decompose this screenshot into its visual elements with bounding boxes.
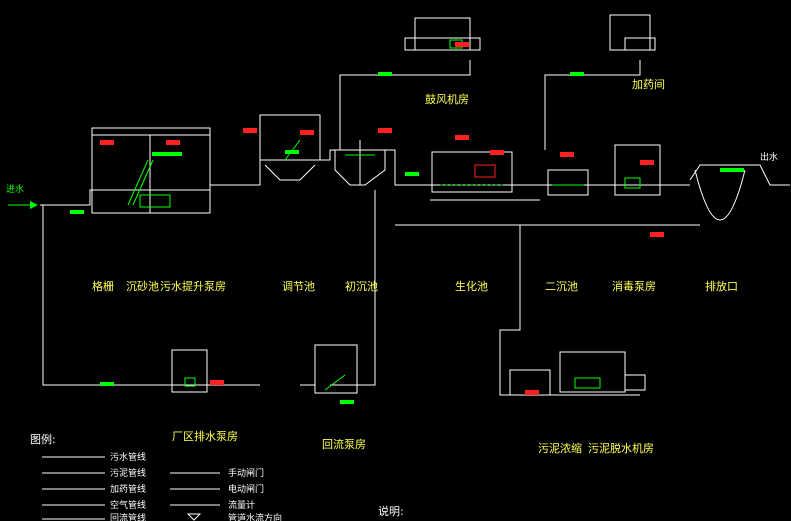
screen-pump-structure bbox=[91, 127, 211, 214]
legend-title: 图例: bbox=[30, 432, 56, 446]
label-dosing: 加药间 bbox=[632, 78, 665, 91]
inflow-label: 进水 bbox=[6, 183, 24, 195]
label-plant-drain: 厂区排水泵房 bbox=[172, 429, 238, 443]
sludge-dewater-structure bbox=[509, 351, 646, 396]
label-secondary: 二沉池 bbox=[545, 280, 578, 293]
legend-item-4: 回流管线 bbox=[110, 512, 146, 521]
primary-clarifier-structure bbox=[334, 140, 386, 186]
sludge-thickener-structure bbox=[300, 344, 358, 394]
label-bio: 生化池 bbox=[455, 279, 488, 293]
plant-drain-pump-structure bbox=[171, 349, 208, 393]
legend-item-5: 手动闸门 bbox=[228, 467, 264, 479]
disinfect-structure bbox=[614, 144, 661, 196]
outflow-label: 出水 bbox=[760, 151, 778, 163]
label-regulating: 调节池 bbox=[282, 280, 315, 293]
notes-title: 说明: bbox=[378, 504, 404, 518]
label-primary: 初沉池 bbox=[345, 279, 378, 293]
blower-house-structure bbox=[404, 17, 481, 51]
label-sludge-dewater: 污泥脱水机房 bbox=[588, 441, 654, 455]
label-screen: 格栅 bbox=[92, 279, 114, 293]
inflow-marker: 进水 bbox=[6, 183, 38, 209]
label-sludge-thickener: 污泥浓缩 bbox=[538, 442, 582, 455]
unit-labels: 格栅 沉砂池 污水提升泵房 调节池 初沉池 生化池 二沉池 消毒泵房 排放口 鼓… bbox=[92, 78, 738, 455]
label-pump-building: 污水提升泵房 bbox=[160, 280, 226, 293]
legend-item-7: 流量计 bbox=[228, 499, 255, 511]
instrument-tags bbox=[70, 42, 744, 404]
dosing-house-structure bbox=[609, 14, 656, 51]
main-process-line bbox=[40, 60, 790, 396]
legend-col-2: 手动闸门 电动闸门 流量计 管道水流方向 bbox=[170, 467, 282, 521]
secondary-clarifier-structure bbox=[547, 169, 589, 196]
legend-item-0: 污水管线 bbox=[110, 451, 146, 463]
label-outfall: 排放口 bbox=[705, 279, 738, 293]
legend-item-6: 电动闸门 bbox=[228, 483, 264, 495]
legend-item-1: 污泥管线 bbox=[110, 467, 146, 479]
label-grit: 沉砂池 bbox=[126, 280, 159, 293]
bio-tank-structure bbox=[431, 151, 513, 193]
label-blower: 鼓风机房 bbox=[425, 92, 469, 106]
legend-col-1: 污水管线 污泥管线 加药管线 空气管线 回流管线 bbox=[42, 451, 146, 521]
legend: 图例: 污水管线 污泥管线 加药管线 空气管线 回流管线 手动闸门 电动闸门 流… bbox=[30, 432, 404, 521]
legend-item-2: 加药管线 bbox=[110, 483, 146, 495]
grit-chamber-structure bbox=[259, 114, 321, 181]
legend-item-8: 管道水流方向 bbox=[228, 512, 282, 521]
label-return-pump: 回流泵房 bbox=[322, 437, 366, 451]
label-disinfect: 消毒泵房 bbox=[612, 279, 656, 293]
legend-item-3: 空气管线 bbox=[110, 499, 146, 511]
